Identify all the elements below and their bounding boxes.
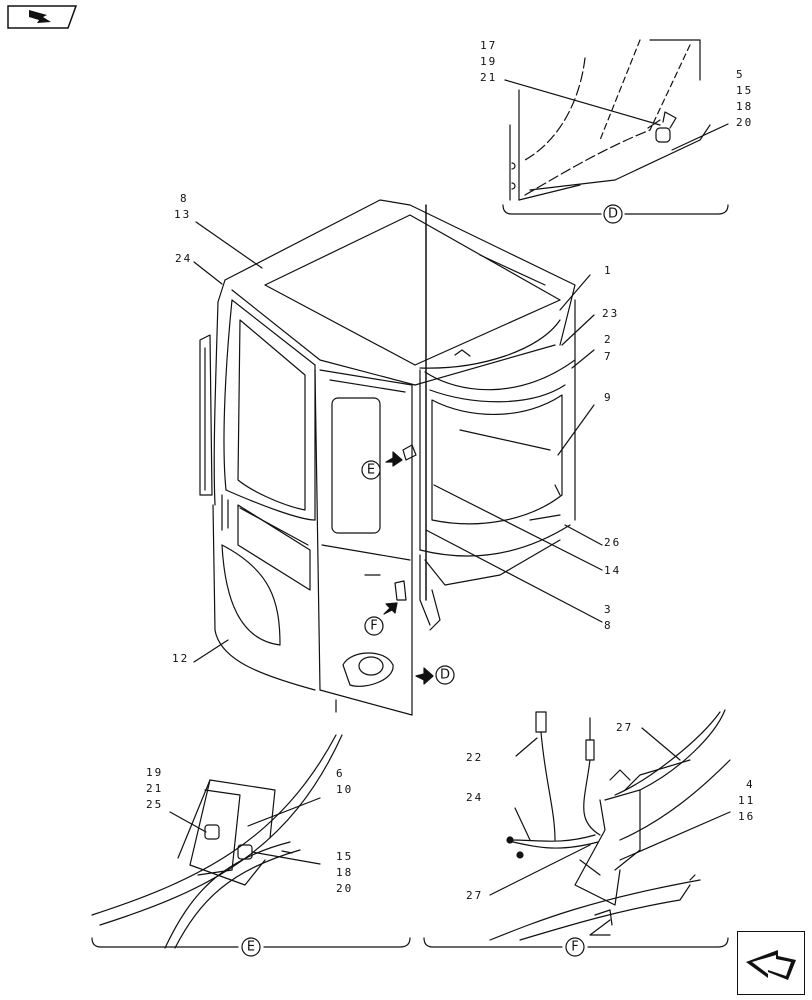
svg-text:8: 8 (180, 192, 189, 205)
svg-text:5: 5 (736, 68, 745, 81)
svg-text:D: D (608, 207, 618, 222)
svg-text:13: 13 (174, 208, 191, 221)
svg-text:24: 24 (175, 252, 192, 265)
arrow-d (415, 667, 434, 685)
svg-text:F: F (370, 619, 377, 634)
callout-24-detail-f: 24 (466, 791, 483, 804)
cab-side-window (419, 299, 576, 631)
svg-text:1: 1 (604, 264, 613, 277)
svg-text:3: 3 (604, 603, 613, 616)
callout-27-top: 27 (616, 721, 633, 734)
callout-1: 1 (604, 264, 613, 277)
detail-f-label: F (565, 937, 585, 957)
detail-e-label: E (241, 937, 261, 957)
callout-17-19-21: 17 19 21 (480, 39, 497, 84)
cab-door (314, 369, 417, 716)
callout-14: 14 (604, 564, 621, 577)
callout-8-13: 8 13 (174, 192, 191, 221)
detail-e-ref-main: E (361, 460, 381, 480)
svg-text:14: 14 (604, 564, 621, 577)
svg-text:21: 21 (480, 71, 497, 84)
callout-22: 22 (466, 751, 483, 764)
main-leaders (193, 79, 729, 713)
arrow-e (385, 451, 403, 467)
callout-9: 9 (604, 391, 613, 404)
detail-d-label: D (603, 204, 623, 224)
detail-f-ref-main: F (364, 616, 384, 636)
detail-d-ref-main: D (435, 665, 455, 685)
callout-3-8: 3 8 (604, 603, 613, 632)
svg-text:8: 8 (604, 619, 613, 632)
cab-roof (217, 199, 576, 386)
detail-e-drawing (91, 734, 343, 949)
svg-text:16: 16 (738, 810, 755, 823)
svg-text:18: 18 (336, 866, 353, 879)
detail-d-bracket (502, 204, 729, 215)
callout-24-main: 24 (175, 252, 192, 265)
svg-text:20: 20 (736, 116, 753, 129)
detail-d-drawing (509, 39, 711, 201)
svg-text:19: 19 (480, 55, 497, 68)
svg-text:12: 12 (172, 652, 189, 665)
svg-text:27: 27 (616, 721, 633, 734)
back-arrow-icon (7, 5, 78, 29)
svg-text:24: 24 (466, 791, 483, 804)
svg-text:11: 11 (738, 794, 755, 807)
svg-text:4: 4 (746, 778, 755, 791)
callout-5-15-18-20: 5 15 18 20 (736, 68, 753, 129)
svg-text:27: 27 (466, 889, 483, 902)
cab-front-window (199, 299, 316, 521)
svg-text:21: 21 (146, 782, 163, 795)
arrow-f (383, 602, 398, 615)
svg-text:7: 7 (604, 350, 613, 363)
callout-6-10: 6 10 (336, 767, 353, 796)
svg-text:6: 6 (336, 767, 345, 780)
svg-text:18: 18 (736, 100, 753, 113)
svg-text:D: D (440, 668, 450, 683)
svg-text:25: 25 (146, 798, 163, 811)
detail-f-drawing (489, 709, 731, 941)
svg-text:10: 10 (336, 783, 353, 796)
detail-e-bracket (91, 937, 411, 948)
svg-text:26: 26 (604, 536, 621, 549)
svg-text:E: E (247, 940, 255, 955)
callout-4-11-16: 4 11 16 (738, 778, 755, 823)
svg-text:2: 2 (604, 333, 613, 346)
svg-text:20: 20 (336, 882, 353, 895)
svg-text:23: 23 (602, 307, 619, 320)
svg-text:15: 15 (336, 850, 353, 863)
callout-23: 23 (602, 307, 619, 320)
callout-19-21-25: 19 21 25 (146, 766, 163, 811)
detail-f-bracket (423, 937, 729, 948)
svg-text:22: 22 (466, 751, 483, 764)
callout-26: 26 (604, 536, 621, 549)
svg-text:F: F (571, 940, 578, 955)
callout-27-bottom: 27 (466, 889, 483, 902)
svg-text:15: 15 (736, 84, 753, 97)
forward-nav-button[interactable] (737, 931, 805, 995)
svg-text:19: 19 (146, 766, 163, 779)
callout-12: 12 (172, 652, 189, 665)
svg-text:9: 9 (604, 391, 613, 404)
back-nav-button[interactable] (7, 5, 78, 29)
callout-15-18-20: 15 18 20 (336, 850, 353, 895)
cab-lower-front (212, 494, 316, 691)
svg-text:E: E (367, 463, 375, 478)
svg-text:17: 17 (480, 39, 497, 52)
forward-arrow-icon (746, 950, 796, 980)
callout-2-7: 2 7 (604, 333, 613, 363)
